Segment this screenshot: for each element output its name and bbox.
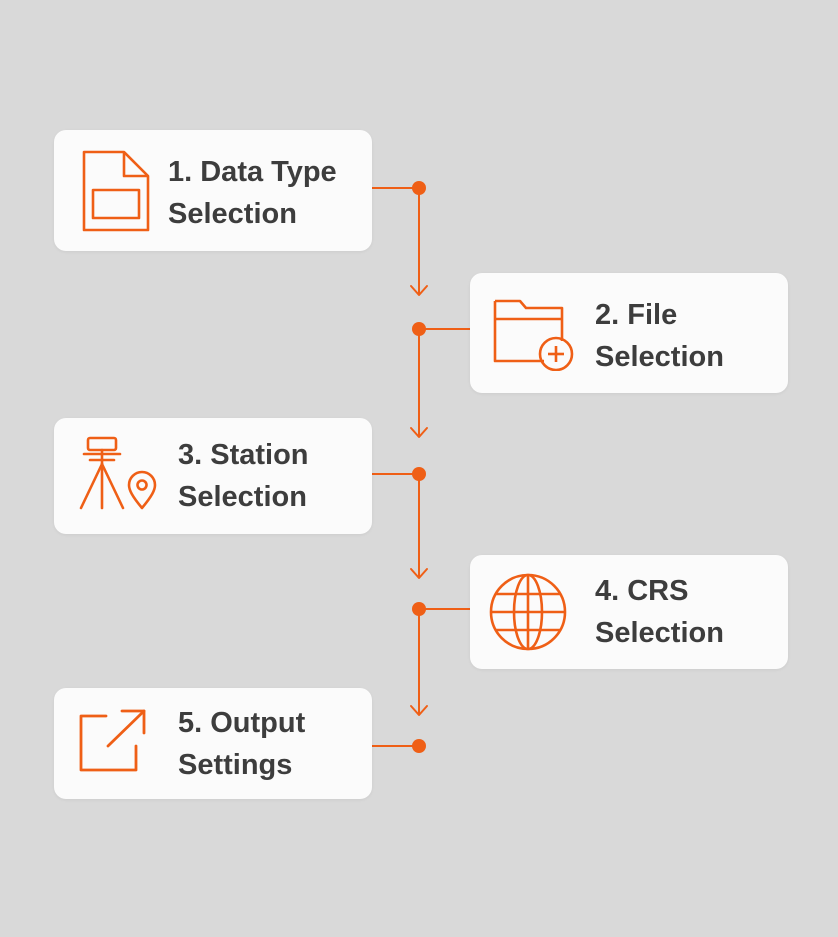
step-label: 3. Station Selection [178, 439, 309, 513]
arrowhead [410, 568, 428, 579]
step-label: 4. CRS Selection [595, 575, 724, 649]
connector-dot [412, 602, 426, 616]
globe-icon [489, 573, 567, 651]
arrowhead [410, 427, 428, 438]
connector-dot [412, 467, 426, 481]
survey-tripod-icon [79, 436, 157, 510]
step-label: 1. Data Type Selection [168, 156, 337, 230]
folder-add-icon [493, 299, 574, 371]
connector-dot [412, 322, 426, 336]
step-label: 5. Output Settings [178, 707, 306, 781]
step-card-data-type: 1. Data Type Selection [54, 130, 372, 251]
arrowhead [410, 285, 428, 296]
connector-dot [412, 739, 426, 753]
step-card-file: 2. File Selection [470, 273, 788, 393]
arrowhead [410, 705, 428, 716]
external-link-icon [79, 709, 146, 772]
step-card-station: 3. Station Selection [54, 418, 372, 534]
document-icon [82, 150, 150, 232]
step-label: 2. File Selection [595, 299, 724, 373]
step-card-crs: 4. CRS Selection [470, 555, 788, 669]
step-card-output: 5. Output Settings [54, 688, 372, 799]
connector-dot [412, 181, 426, 195]
